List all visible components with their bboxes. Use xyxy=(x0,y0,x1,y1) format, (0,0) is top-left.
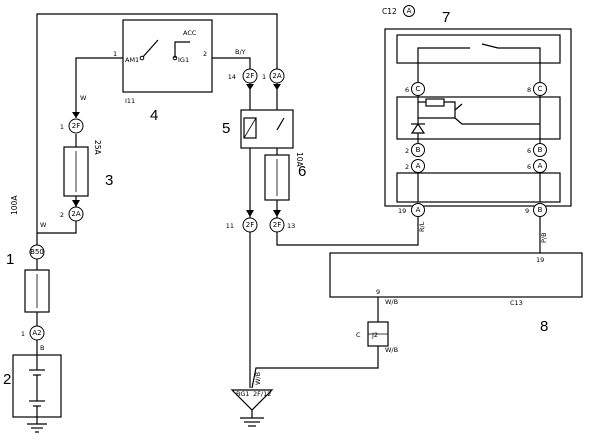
connector-b50-label: B50 xyxy=(30,248,44,256)
svg-text:B: B xyxy=(538,206,543,214)
svg-text:2: 2 xyxy=(60,211,64,219)
ignition-switch xyxy=(122,19,213,93)
svg-text:A: A xyxy=(538,162,543,170)
relay-contact xyxy=(276,117,285,131)
connector-2f-relay-left xyxy=(242,68,258,84)
svg-text:19: 19 xyxy=(398,207,406,215)
ground-bg1 xyxy=(230,389,274,411)
callout-3: 3 xyxy=(105,172,113,189)
module-c13-id: C13 xyxy=(510,299,523,307)
connector-c12-19a xyxy=(411,203,425,217)
fuse-10a-rating: 10A xyxy=(295,152,304,168)
svg-text:13: 13 xyxy=(287,222,295,230)
module-c12-switch-block xyxy=(396,34,561,64)
module-c13 xyxy=(329,252,583,298)
svg-text:9: 9 xyxy=(376,288,380,296)
svg-text:6: 6 xyxy=(527,163,531,171)
callout-8: 8 xyxy=(540,318,548,335)
svg-text:6: 6 xyxy=(405,86,409,94)
ignition-switch-contact xyxy=(141,39,159,59)
module-c12-id: C12 xyxy=(382,7,397,16)
connector-2f-13 xyxy=(269,217,285,233)
svg-text:C: C xyxy=(416,85,421,93)
wire-rl xyxy=(276,216,419,246)
svg-text:W: W xyxy=(80,94,87,102)
svg-text:1: 1 xyxy=(262,73,266,81)
svg-text:2F: 2F xyxy=(246,221,254,229)
connector-2a-25a-bottom xyxy=(68,206,84,222)
svg-text:B: B xyxy=(416,146,421,154)
svg-text:2: 2 xyxy=(203,50,207,58)
callout-1: 1 xyxy=(6,251,14,268)
svg-text:C: C xyxy=(538,85,543,93)
svg-text:W/B: W/B xyxy=(385,346,398,354)
svg-text:W: W xyxy=(40,221,47,229)
wire-25a-bottom xyxy=(37,220,77,234)
svg-text:2F: 2F xyxy=(246,72,254,80)
svg-text:2A: 2A xyxy=(272,72,281,80)
svg-text:2A: 2A xyxy=(71,210,80,218)
svg-text:9: 9 xyxy=(525,207,529,215)
callout-4: 4 xyxy=(150,107,158,124)
main-fuse-rating: 100A xyxy=(10,195,19,215)
svg-text:2: 2 xyxy=(405,163,409,171)
connector-c12-9b xyxy=(533,203,547,217)
svg-text:W/B: W/B xyxy=(254,372,262,385)
svg-text:A: A xyxy=(407,7,412,15)
svg-text:2: 2 xyxy=(405,147,409,155)
callout-2: 2 xyxy=(3,371,11,388)
diode-icon xyxy=(410,122,426,134)
svg-text:IG1: IG1 xyxy=(178,56,189,64)
svg-text:2F/12: 2F/12 xyxy=(253,390,271,398)
svg-text:2F: 2F xyxy=(72,122,80,130)
svg-text:A: A xyxy=(416,206,421,214)
module-c12-output-block xyxy=(396,172,561,203)
wire-b-label: B xyxy=(40,344,44,352)
wire-rl-label: R/L xyxy=(418,221,426,232)
callout-7: 7 xyxy=(442,9,450,26)
svg-text:AM1: AM1 xyxy=(125,56,139,64)
connector-a2-label: A2 xyxy=(32,329,41,337)
svg-text:8: 8 xyxy=(527,86,531,94)
svg-text:A: A xyxy=(416,162,421,170)
callout-6: 6 xyxy=(298,163,306,180)
connector-2f-11 xyxy=(242,217,258,233)
svg-text:B: B xyxy=(538,146,543,154)
svg-text:ACC: ACC xyxy=(183,29,197,37)
resistor-icon xyxy=(425,98,445,107)
svg-text:2F: 2F xyxy=(273,221,281,229)
svg-text:BG1: BG1 xyxy=(236,390,250,398)
wire-pb-label: P/B xyxy=(540,232,548,243)
wire-by-label: B/Y xyxy=(235,48,246,56)
connector-2a-relay-right xyxy=(269,68,285,84)
svg-text:W/B: W/B xyxy=(385,298,398,306)
connector-a2 xyxy=(29,325,45,341)
svg-text:14: 14 xyxy=(228,73,236,81)
wire-top-rail xyxy=(36,13,278,250)
connector-2f-25a-top xyxy=(68,118,84,134)
svg-text:C: C xyxy=(356,331,361,339)
svg-text:J2: J2 xyxy=(371,331,378,339)
fuse-25a-rating: 25A xyxy=(93,140,102,156)
svg-text:1: 1 xyxy=(60,123,64,131)
svg-text:6: 6 xyxy=(527,147,531,155)
svg-text:1: 1 xyxy=(113,50,117,58)
svg-text:1: 1 xyxy=(21,330,25,338)
svg-text:11: 11 xyxy=(226,222,234,230)
ignition-switch-id: I11 xyxy=(125,97,135,105)
wire-am1 xyxy=(75,57,123,118)
callout-5: 5 xyxy=(222,120,230,137)
connector-b50 xyxy=(29,244,45,260)
svg-text:19: 19 xyxy=(536,256,544,264)
